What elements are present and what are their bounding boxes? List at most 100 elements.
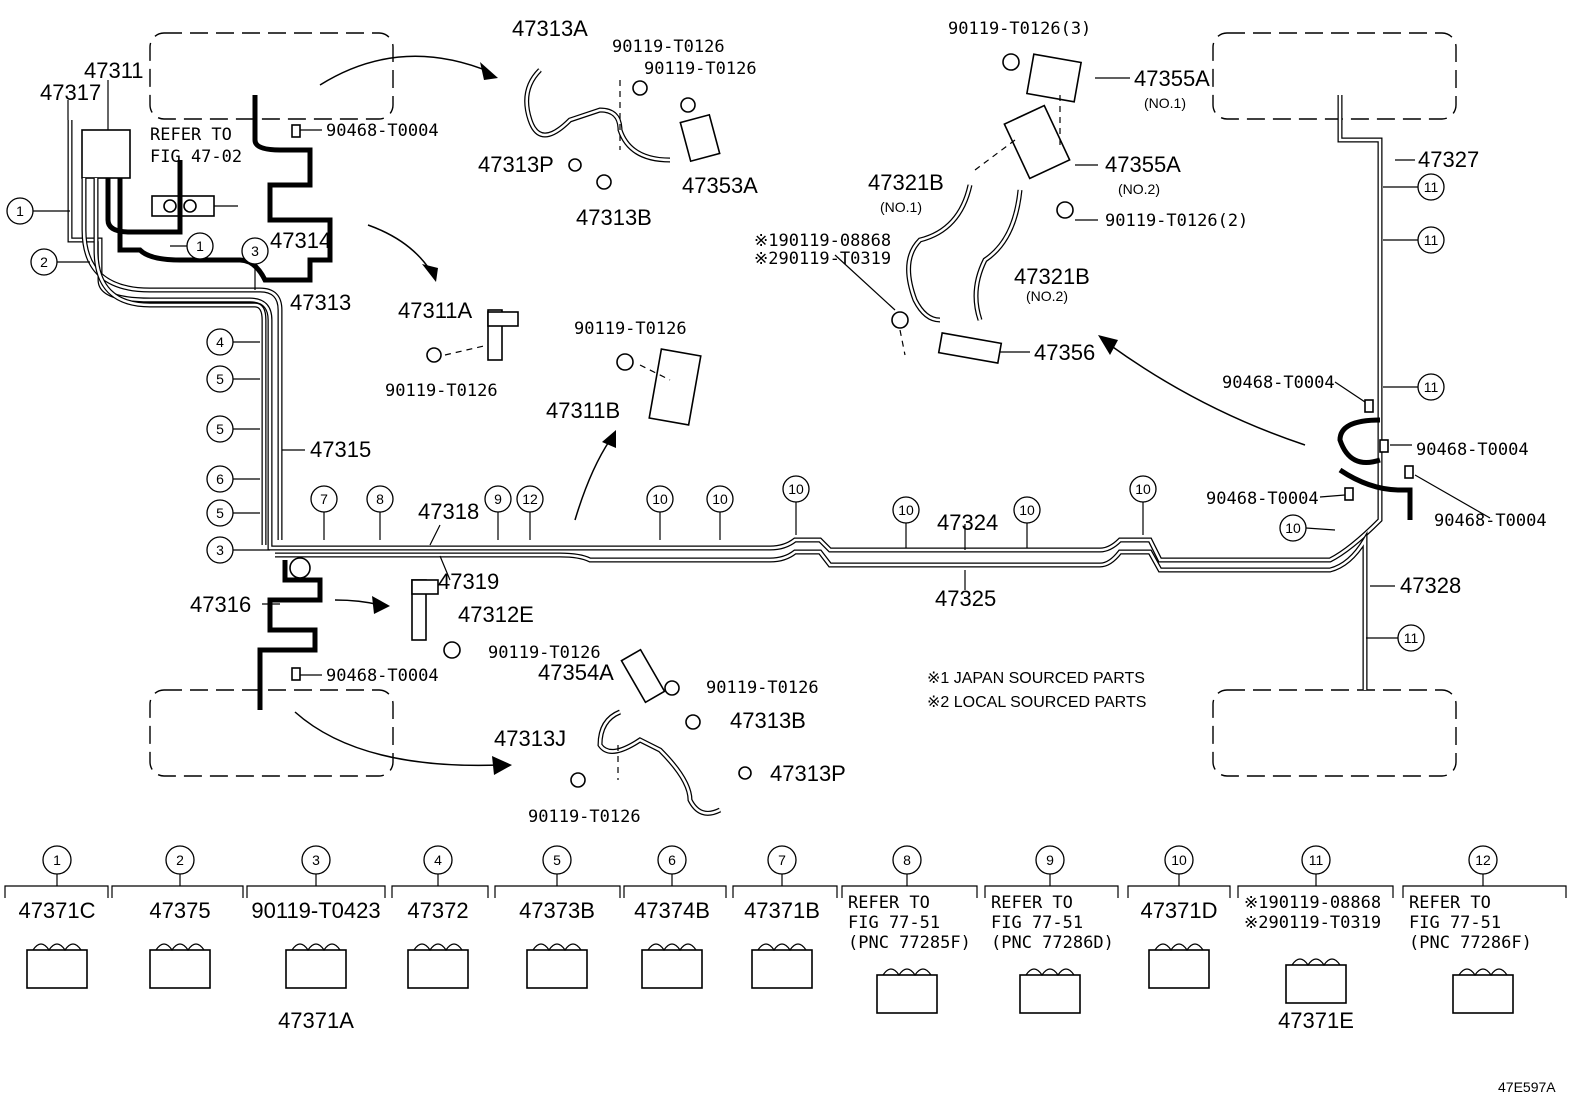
label-90468-r4: 90468-T0004 [1434, 511, 1547, 531]
label-90468-r2: 90468-T0004 [1416, 440, 1529, 460]
label-47327: 47327 [1418, 147, 1479, 172]
label-90119-3: 90119-T0126(3) [948, 19, 1091, 39]
label-47311B: 47311B [546, 398, 620, 423]
legend-bracket [4, 885, 109, 898]
master-cylinder-block [81, 129, 131, 179]
legend-number: 7 [778, 852, 786, 868]
callout-circle: 1 [6, 197, 70, 225]
part-labels: 47311 47317 REFER TO FIG 47-02 90468-T00… [40, 16, 1556, 1095]
legend-item-6: 6 47374B [623, 845, 727, 989]
leader-lines [67, 77, 1491, 676]
callout-circle: 2 [30, 248, 90, 276]
label-90119-311B: 90119-T0126 [574, 319, 687, 339]
legend-bracket [246, 885, 386, 898]
legend-label: REFER TO [848, 893, 930, 913]
bracket-47311B [616, 348, 702, 426]
label-47314: 47314 [270, 228, 331, 253]
note-japan-sourced: ※1 JAPAN SOURCED PARTS [927, 670, 1145, 687]
label-90119-311A: 90119-T0126 [385, 381, 498, 401]
label-no1-a: (NO.1) [1144, 95, 1186, 111]
diagram-callouts: 1 1 2 3 3 4 5 5 6 5 7 8 9 12 10 10 10 10… [6, 173, 1445, 652]
note-local-sourced: ※2 LOCAL SOURCED PARTS [927, 694, 1146, 711]
rear-left-wheel-box [149, 689, 394, 777]
label-47317: 47317 [40, 80, 101, 105]
label-47313A: 47313A [512, 16, 588, 41]
legend-number: 12 [1475, 852, 1491, 868]
legend-label: 47375 [149, 898, 210, 923]
label-90119-47312E: 90119-T0126 [488, 643, 601, 663]
legend-label: 47371D [1140, 898, 1217, 923]
legend-number: 4 [434, 852, 442, 868]
callout-circle: 5 [206, 365, 260, 393]
label-90119-a2: 90119-T0126 [644, 59, 757, 79]
svg-text:6: 6 [216, 471, 224, 487]
callout-circle: 10 [1013, 496, 1041, 548]
label-47354A: 47354A [538, 660, 614, 685]
svg-text:11: 11 [1404, 630, 1419, 646]
callout-circle: 3 [206, 536, 270, 564]
legend-bracket [1237, 885, 1394, 898]
legend-number: 1 [53, 852, 61, 868]
label-47321B-2: 47321B [1014, 264, 1090, 289]
svg-text:5: 5 [216, 421, 224, 437]
legend-label: FIG 77-51 [991, 913, 1083, 933]
clamp-legend: 147371C247375390119-T042347371A447372547… [4, 845, 1567, 1033]
label-90468-bottom: 90468-T0004 [326, 666, 439, 686]
label-no2-a: (NO.2) [1118, 181, 1160, 197]
legend-bracket [111, 885, 244, 898]
callout-circle: 1 [170, 232, 214, 260]
clamp-icon [26, 949, 88, 989]
label-47355A-2: 47355A [1105, 152, 1181, 177]
callout-circle: 4 [206, 328, 260, 356]
svg-text:5: 5 [216, 505, 224, 521]
callout-circle: 10 [782, 475, 810, 535]
legend-sub-label: 47371A [278, 1008, 354, 1033]
svg-text:3: 3 [251, 243, 259, 259]
legend-label: ※190119-08868 [1244, 893, 1381, 913]
legend-number: 9 [1046, 852, 1054, 868]
svg-text:2: 2 [40, 254, 48, 270]
legend-label: ※290119-T0319 [1244, 913, 1381, 933]
label-47311: 47311 [84, 58, 144, 83]
callout-circle: 9 [484, 485, 512, 540]
front-right-hoses-47321B [891, 53, 1083, 364]
legend-label: 47374B [634, 898, 710, 923]
callout-circle: 8 [366, 485, 394, 540]
callout-circle: 10 [1129, 475, 1157, 535]
label-47313P-top: 47313P [478, 152, 554, 177]
clamp-icon [1285, 964, 1347, 1004]
legend-item-4: 4 47372 [391, 845, 489, 989]
callout-circle: 11 [1383, 226, 1445, 254]
bracket-47312E [411, 579, 461, 659]
flow-arrows [294, 55, 1306, 775]
svg-text:5: 5 [216, 371, 224, 387]
callout-circle: 12 [516, 485, 544, 540]
svg-text:10: 10 [788, 481, 804, 497]
front-left-hose-47313A [524, 68, 721, 190]
legend-label: REFER TO [1409, 893, 1491, 913]
legend-bracket [623, 885, 727, 898]
clamp-icon [876, 974, 938, 1014]
legend-number: 6 [668, 852, 676, 868]
legend-label: 47372 [407, 898, 468, 923]
legend-number: 8 [903, 852, 911, 868]
callout-circle: 11 [1366, 624, 1425, 652]
legend-label: (PNC 77286D) [991, 933, 1114, 953]
svg-text:4: 4 [216, 334, 224, 350]
label-90119-a1: 90119-T0126 [612, 37, 725, 57]
front-left-wheel-box [149, 32, 394, 120]
callout-circle: 11 [1383, 373, 1445, 401]
diagram-code: 47E597A [1498, 1079, 1556, 1095]
brake-tube-bundle [67, 95, 1383, 710]
legend-bracket [841, 885, 978, 898]
callout-circle: 6 [206, 465, 260, 493]
label-90468-r1: 90468-T0004 [1222, 373, 1335, 393]
label-47313B-top: 47313B [576, 205, 652, 230]
clamp-icon [149, 949, 211, 989]
legend-label: (PNC 77285F) [848, 933, 971, 953]
clamp-icon [526, 949, 588, 989]
legend-number: 11 [1309, 852, 1324, 868]
label-ref2-t0319: ※290119-T0319 [754, 249, 891, 269]
